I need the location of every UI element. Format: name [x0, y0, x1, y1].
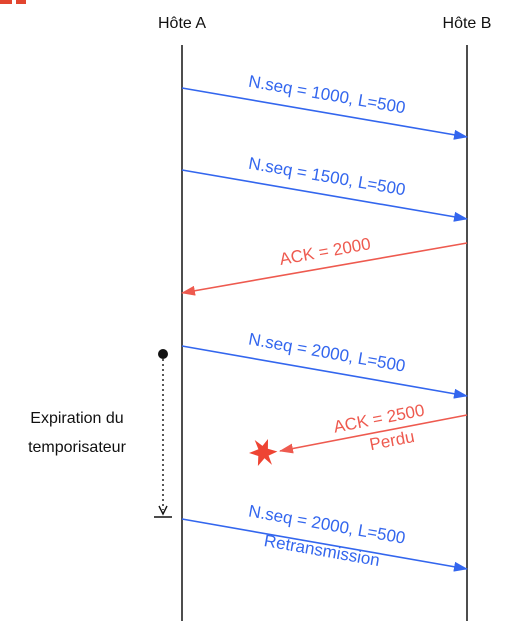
star-burst-icon — [249, 439, 278, 466]
timer-arrow-icon — [158, 505, 168, 516]
segment-3-arrow — [181, 345, 468, 399]
segment-2-label: N.seq = 1500, L=500 — [247, 154, 407, 200]
retransmission-arrow — [181, 518, 468, 572]
corner-mark — [0, 0, 12, 4]
timer-label-line1: Expiration du — [30, 410, 123, 427]
segment-2-arrow — [181, 169, 468, 222]
timer-label-line2: temporisateur — [28, 439, 126, 456]
segment-1-label: N.seq = 1000, L=500 — [247, 72, 407, 118]
host-b-label: Hôte B — [443, 15, 492, 32]
segment-1-arrow — [181, 87, 468, 140]
ack-2000-label: ACK = 2000 — [278, 234, 372, 269]
host-a-label: Hôte A — [158, 15, 206, 32]
ack-2500-lost-label: Perdu — [368, 427, 416, 454]
corner-mark-2 — [16, 0, 26, 4]
ack-2000-arrow — [181, 242, 468, 296]
segment-3-label: N.seq = 2000, L=500 — [247, 330, 407, 376]
dot-icon — [158, 349, 168, 359]
ack-2500-arrow — [279, 414, 468, 454]
